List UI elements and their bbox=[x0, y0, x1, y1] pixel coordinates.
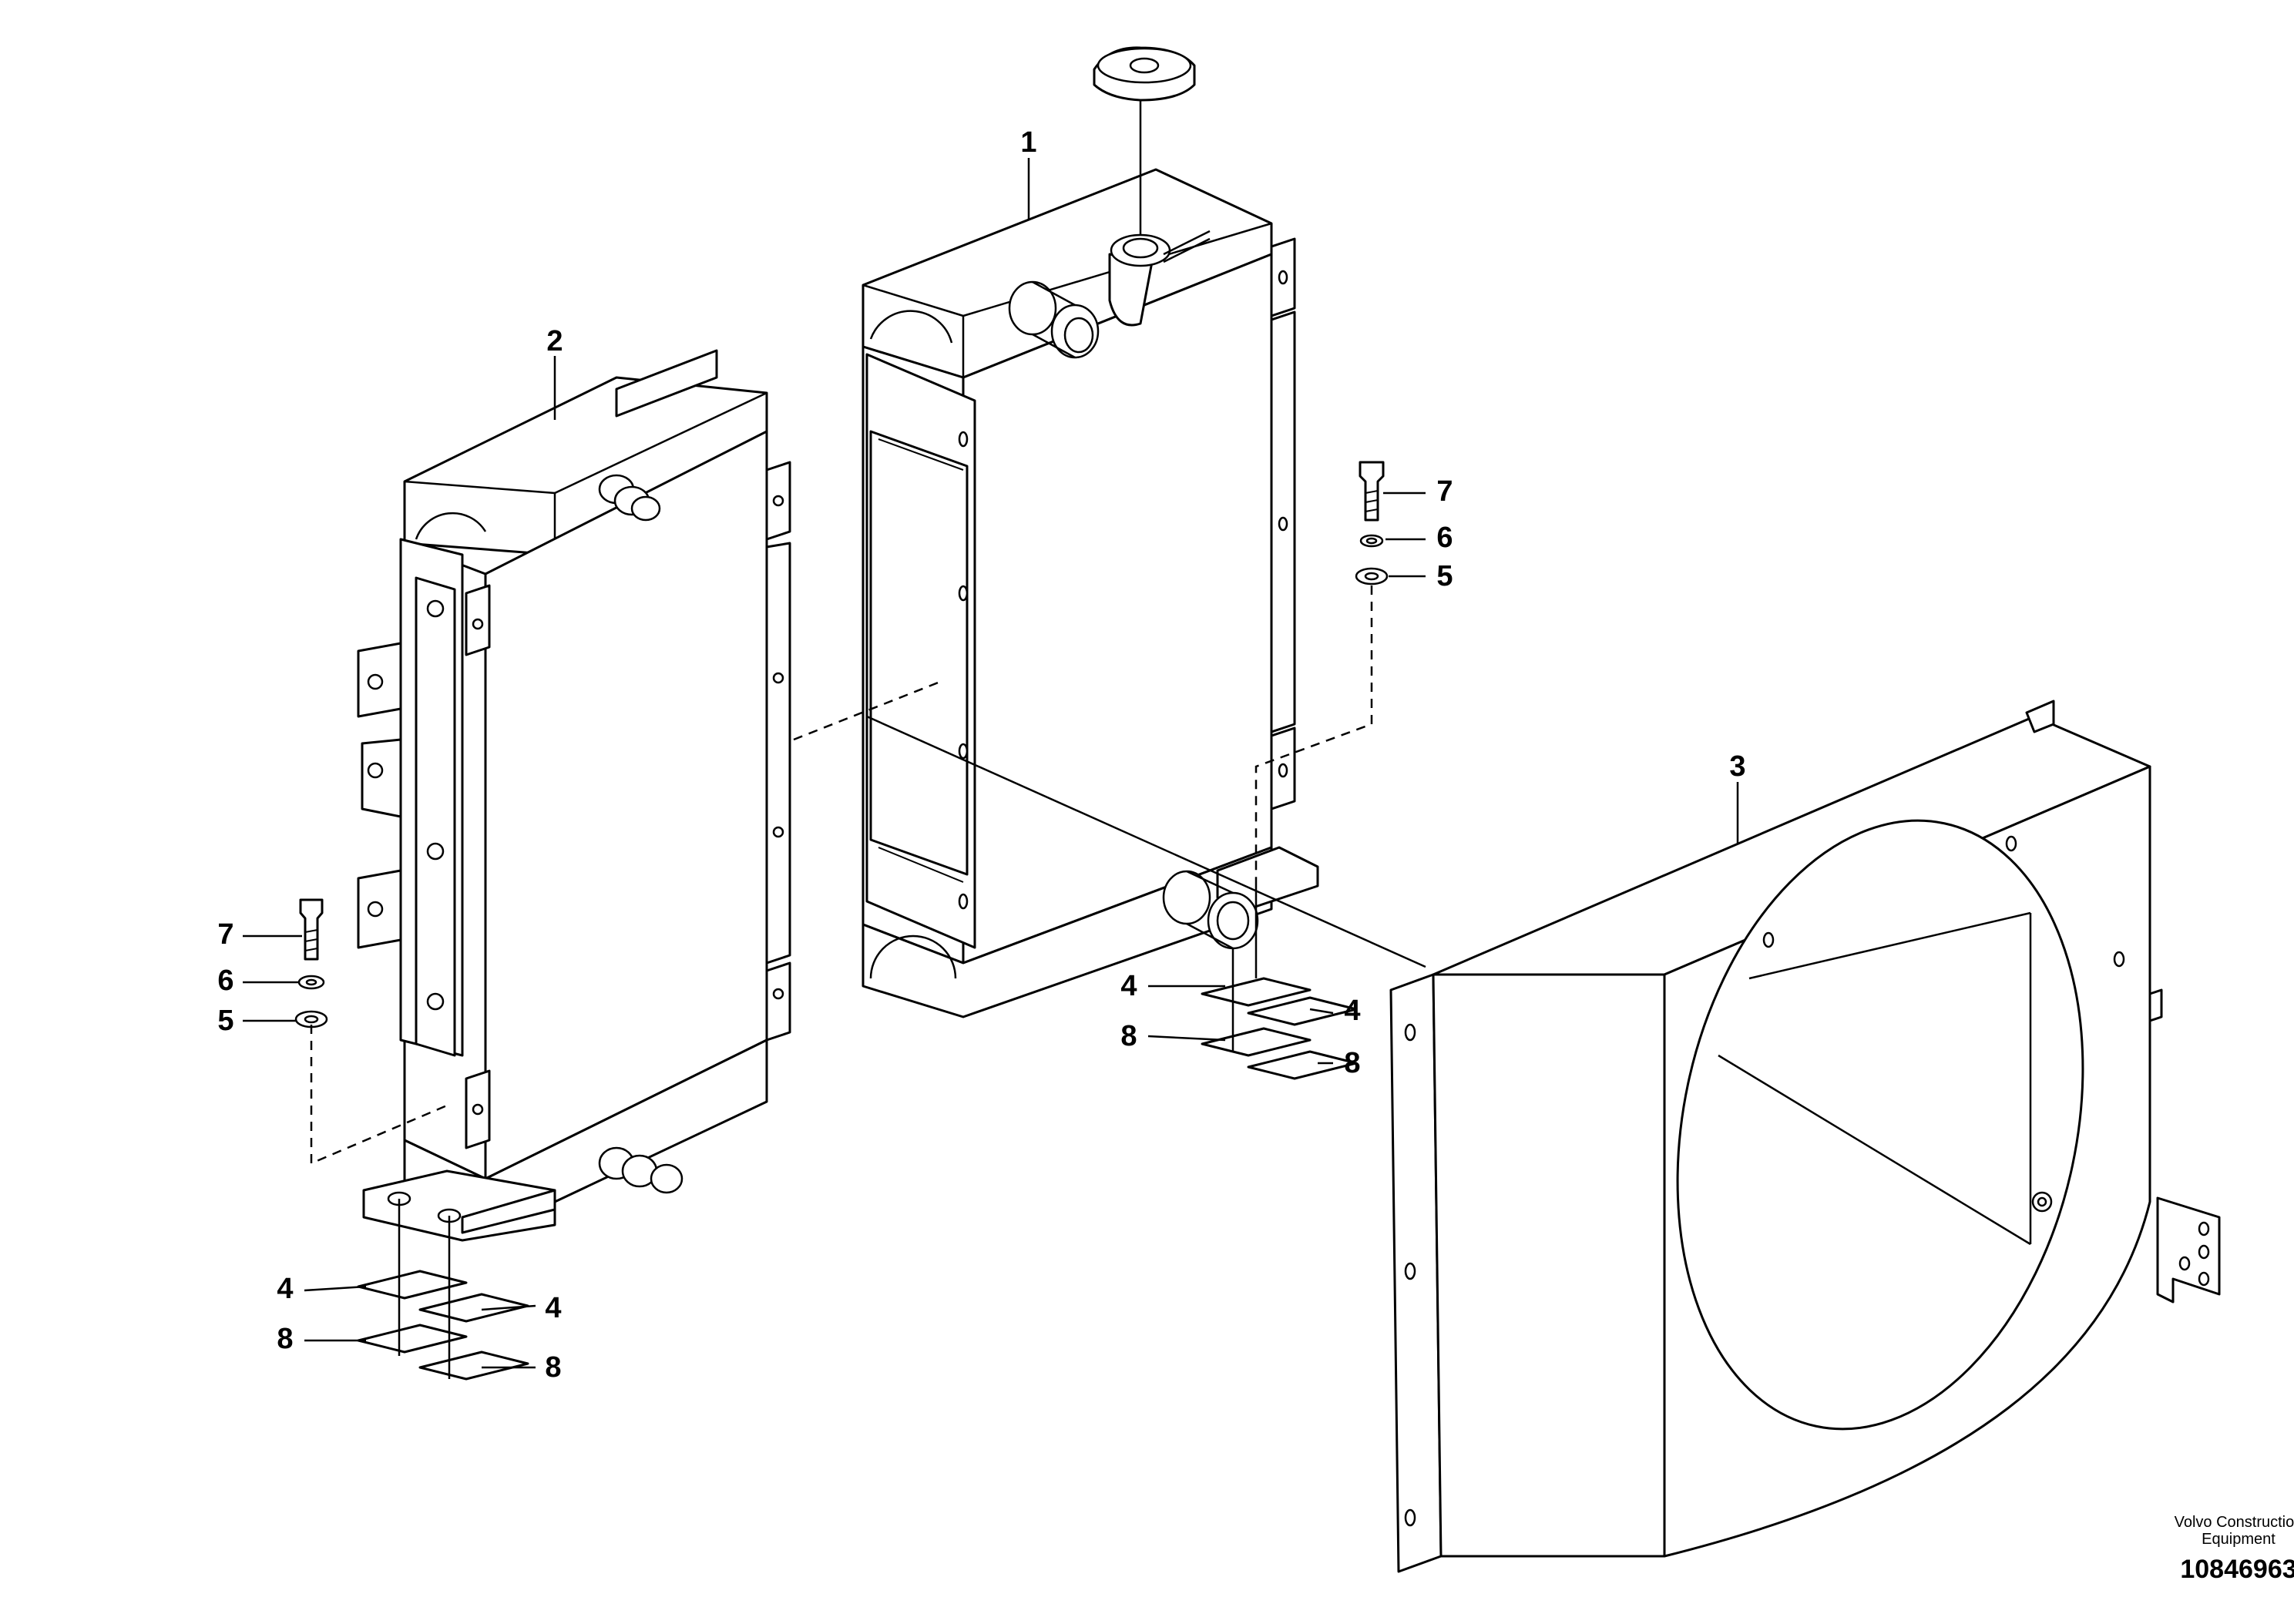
callout-6-right: 6 bbox=[1436, 522, 1453, 554]
assembly-dashed-lines bbox=[310, 100, 1426, 1379]
radiator-filler-neck bbox=[1108, 230, 1211, 327]
document-number: 10846963 bbox=[2180, 1555, 2294, 1584]
callout-8-radiator-right: 8 bbox=[1344, 1047, 1361, 1079]
callout-8-radiator-left: 8 bbox=[1120, 1020, 1137, 1052]
oil-cooler-top-port bbox=[598, 474, 661, 522]
callout-4-radiator-left: 4 bbox=[1120, 970, 1137, 1002]
hardware-bolt-washers-left bbox=[294, 898, 328, 1028]
oil-cooler-bottom-port bbox=[598, 1146, 683, 1194]
radiator-inlet-pipe bbox=[1008, 280, 1100, 359]
shims-oil-cooler bbox=[357, 1270, 529, 1381]
callout-5-right: 5 bbox=[1436, 560, 1453, 592]
callout-1: 1 bbox=[1020, 126, 1037, 159]
hardware-bolt-washers-right bbox=[1355, 461, 1389, 586]
callout-3: 3 bbox=[1729, 750, 1746, 783]
callout-7-right: 7 bbox=[1436, 475, 1453, 508]
brand-label: Volvo Construction Equipment bbox=[2175, 1514, 2294, 1548]
callout-8-cooler-left: 8 bbox=[277, 1323, 294, 1355]
callout-6-left: 6 bbox=[217, 965, 234, 997]
callout-4-cooler-left: 4 bbox=[277, 1273, 294, 1305]
part-1-radiator bbox=[862, 46, 1319, 1018]
radiator-filler-cap bbox=[1093, 46, 1196, 102]
callout-leaders bbox=[243, 158, 1739, 1369]
callout-7-left: 7 bbox=[217, 918, 234, 951]
part-3-fan-shroud bbox=[1389, 700, 2221, 1573]
callout-4-cooler-right: 4 bbox=[545, 1292, 562, 1324]
radiator-outlet-pipe bbox=[1162, 870, 1259, 950]
callout-8-cooler-right: 8 bbox=[545, 1351, 562, 1384]
brand-line-2: Equipment bbox=[2202, 1531, 2276, 1548]
callout-4-radiator-right: 4 bbox=[1344, 995, 1361, 1027]
part-2-oil-cooler bbox=[357, 349, 791, 1242]
callout-5-left: 5 bbox=[217, 1005, 234, 1037]
callout-2: 2 bbox=[546, 325, 563, 357]
brand-line-1: Volvo Construction bbox=[2174, 1514, 2294, 1531]
